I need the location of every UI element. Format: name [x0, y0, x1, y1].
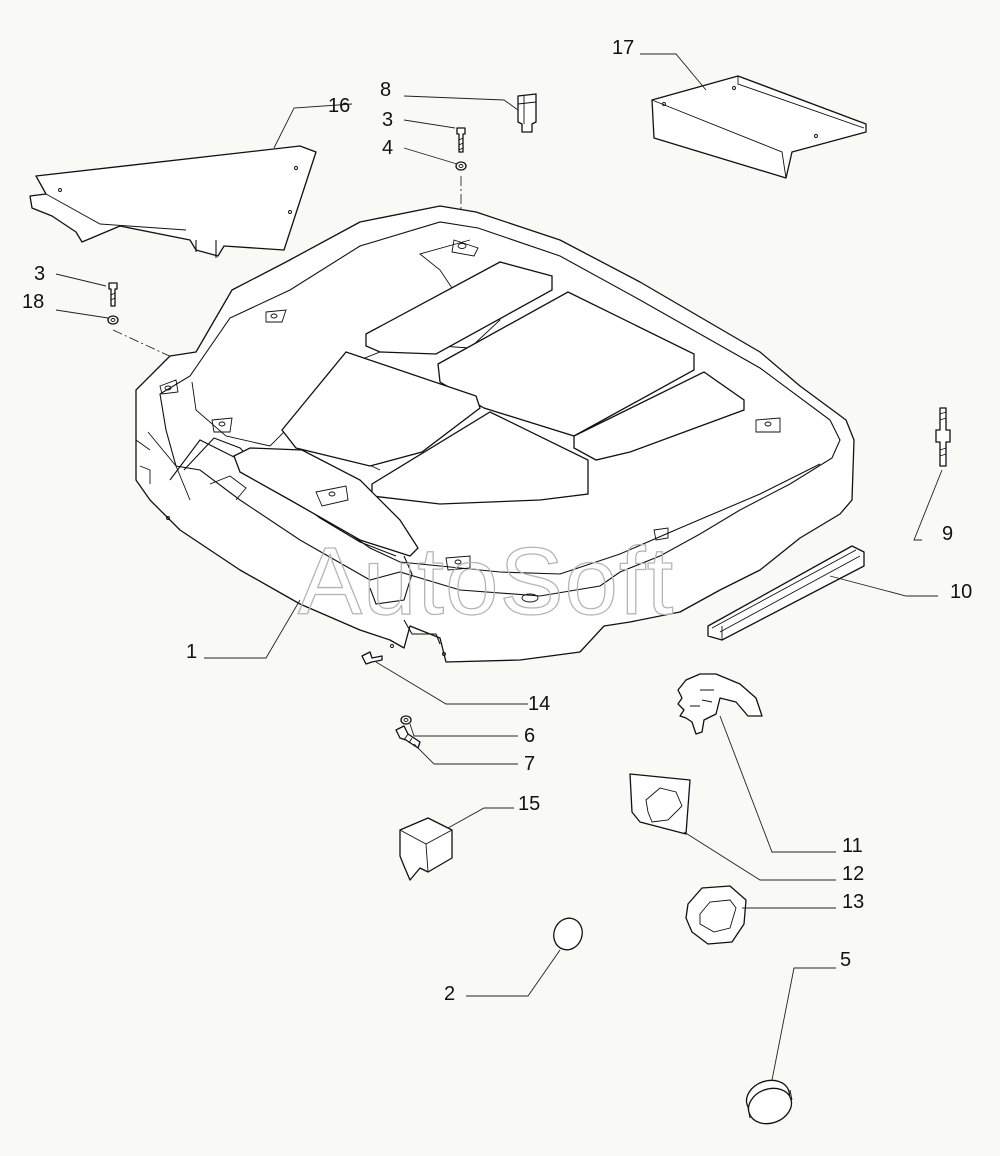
callout-17: 17 [612, 37, 634, 59]
part-11-clip [677, 673, 763, 735]
part-6-washer [400, 715, 412, 725]
callout-14: 14 [528, 693, 550, 715]
part-12-gasket-plate [629, 773, 691, 835]
part-9-stud [935, 407, 951, 467]
part-15-block [399, 817, 453, 881]
pad-center [371, 411, 589, 505]
part-16-panel [29, 145, 317, 258]
callout-6: 6 [524, 725, 535, 747]
callout-13: 13 [842, 891, 864, 913]
pad-right [573, 371, 745, 461]
watermark: AutoSoft [298, 528, 674, 635]
callout-7: 7 [524, 753, 535, 775]
pad-left [281, 351, 481, 467]
part-14-screw [361, 651, 383, 665]
part-8-spacer [517, 93, 537, 133]
callout-9: 9 [942, 523, 953, 545]
part-13-grommet [685, 885, 747, 945]
callout-1: 1 [186, 641, 197, 663]
leader-lines [55, 53, 943, 1081]
callout-5: 5 [840, 949, 851, 971]
part-4-washer [455, 161, 467, 171]
part-10-channel-strip [707, 545, 865, 641]
part-18-washer [107, 315, 119, 325]
callout-8: 8 [380, 79, 391, 101]
callout-10: 10 [950, 581, 972, 603]
part-3-screw-left [108, 282, 118, 307]
part-17-panel [651, 75, 867, 179]
callout-16: 16 [328, 95, 350, 117]
callout-18: 18 [22, 291, 44, 313]
part-1-main-cover [135, 205, 855, 663]
part-3-screw-top [456, 127, 466, 153]
pad-top-left [365, 261, 553, 355]
callout-2: 2 [444, 983, 455, 1005]
callout-12: 12 [842, 863, 864, 885]
callout-labels: 16 17 8 3 4 3 18 1 9 10 14 6 7 15 11 12 … [22, 37, 972, 1005]
callout-4: 4 [382, 137, 393, 159]
callout-3-top: 3 [382, 109, 393, 131]
part-2-plug [553, 917, 583, 951]
callout-15: 15 [518, 793, 540, 815]
callout-3-left: 3 [34, 263, 45, 285]
pad-front-left [233, 447, 419, 557]
part-5-cap [745, 1079, 793, 1125]
part-7-bolt [395, 725, 421, 749]
callout-11: 11 [842, 835, 863, 857]
